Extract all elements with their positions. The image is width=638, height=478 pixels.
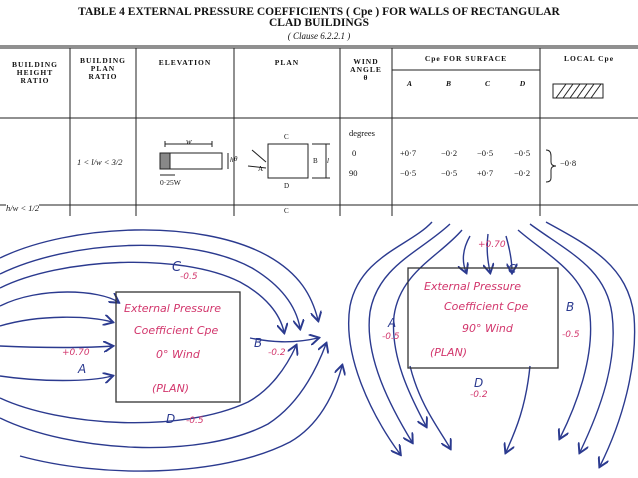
row1-c: +0·7 (477, 168, 494, 178)
right-face-d-value: -0.2 (470, 390, 488, 400)
right-face-b-value: -0.5 (562, 330, 580, 340)
header-elevation: ELEVATION (158, 58, 212, 67)
row1-angle: 90 (349, 168, 358, 178)
plan-theta: θ (234, 155, 238, 163)
left-streamlines (0, 229, 342, 472)
left-face-d-value: -0.5 (186, 416, 204, 426)
right-building (407, 267, 559, 369)
surface-a: A (406, 79, 413, 88)
elev-offset: 0·25W (160, 178, 181, 187)
row1-a: −0·5 (400, 168, 417, 178)
row0-b: −0·2 (441, 148, 458, 158)
surface-b: B (445, 79, 452, 88)
right-face-a-value: -0.5 (382, 332, 400, 342)
right-face-c-value: +0.70 (478, 240, 506, 250)
brace (545, 149, 557, 183)
surface-d: D (519, 79, 527, 88)
left-box-line1: External Pressure (124, 302, 221, 315)
header-local-cpe: LOCAL Cpe (563, 54, 615, 63)
flow-sketches (0, 221, 636, 472)
elevation-sketch (159, 141, 229, 176)
right-box-line4: (PLAN) (430, 346, 468, 359)
header-height-ratio: BUILDING HEIGHT RATIO (12, 60, 58, 85)
elev-w: w (186, 136, 192, 146)
row0-d: −0·5 (514, 148, 531, 158)
left-face-b-value: -0.2 (268, 348, 286, 358)
left-face-c: C (172, 260, 182, 275)
row1-d: −0·2 (514, 168, 531, 178)
row0-angle: 0 (352, 148, 357, 158)
right-box-line1: External Pressure (424, 280, 521, 293)
local-cpe-value: −0·8 (560, 158, 577, 168)
plan-sketch (247, 143, 330, 179)
right-box-line3: 90° Wind (462, 322, 513, 335)
plan-d: D (284, 182, 290, 190)
plan-ratio: 1 < l/w < 3/2 (77, 157, 123, 167)
table-grid (0, 45, 638, 216)
next-plan-c: C (284, 207, 289, 215)
right-box-line2: Coefficient Cpe (444, 300, 529, 313)
table-title-line2: CLAD BUILDINGS (268, 17, 369, 29)
height-ratio: h/w < 1/2 (6, 203, 40, 213)
header-cpe-surface: Cpe FOR SURFACE (424, 54, 508, 63)
plan-l: l (327, 157, 329, 165)
table-title: TABLE 4 EXTERNAL PRESSURE COEFFICIENTS (… (78, 6, 560, 18)
degrees-label: degrees (349, 128, 375, 138)
left-face-a: A (78, 362, 87, 376)
plan-b: B (313, 157, 318, 165)
left-face-b: B (254, 336, 263, 350)
hatch-pattern (555, 83, 602, 99)
right-face-b: B (566, 300, 575, 314)
right-streamlines (348, 221, 636, 466)
left-face-d: D (166, 412, 176, 426)
left-box-line4: (PLAN) (152, 382, 190, 395)
plan-c: C (284, 133, 289, 141)
header-plan: PLAN (274, 58, 300, 67)
elev-h: h (230, 156, 234, 164)
right-face-a: A (388, 316, 397, 330)
left-building (115, 291, 241, 403)
row0-c: −0·5 (477, 148, 494, 158)
surface-c: C (484, 79, 491, 88)
left-face-a-value: +0.70 (62, 348, 90, 358)
left-box-line3: 0° Wind (156, 348, 200, 361)
table-clause: ( Clause 6.2.2.1 ) (287, 31, 351, 41)
header-plan-ratio: BUILDING PLAN RATIO (80, 56, 126, 81)
right-face-c: C (508, 262, 517, 276)
plan-a: A (258, 165, 264, 173)
left-face-c-value: -0.5 (180, 272, 198, 282)
header-wind-angle: WIND ANGLE θ (350, 57, 382, 82)
right-face-d: D (474, 376, 484, 390)
row1-b: −0·5 (441, 168, 458, 178)
row0-a: +0·7 (400, 148, 417, 158)
left-box-line2: Coefficient Cpe (134, 324, 219, 337)
